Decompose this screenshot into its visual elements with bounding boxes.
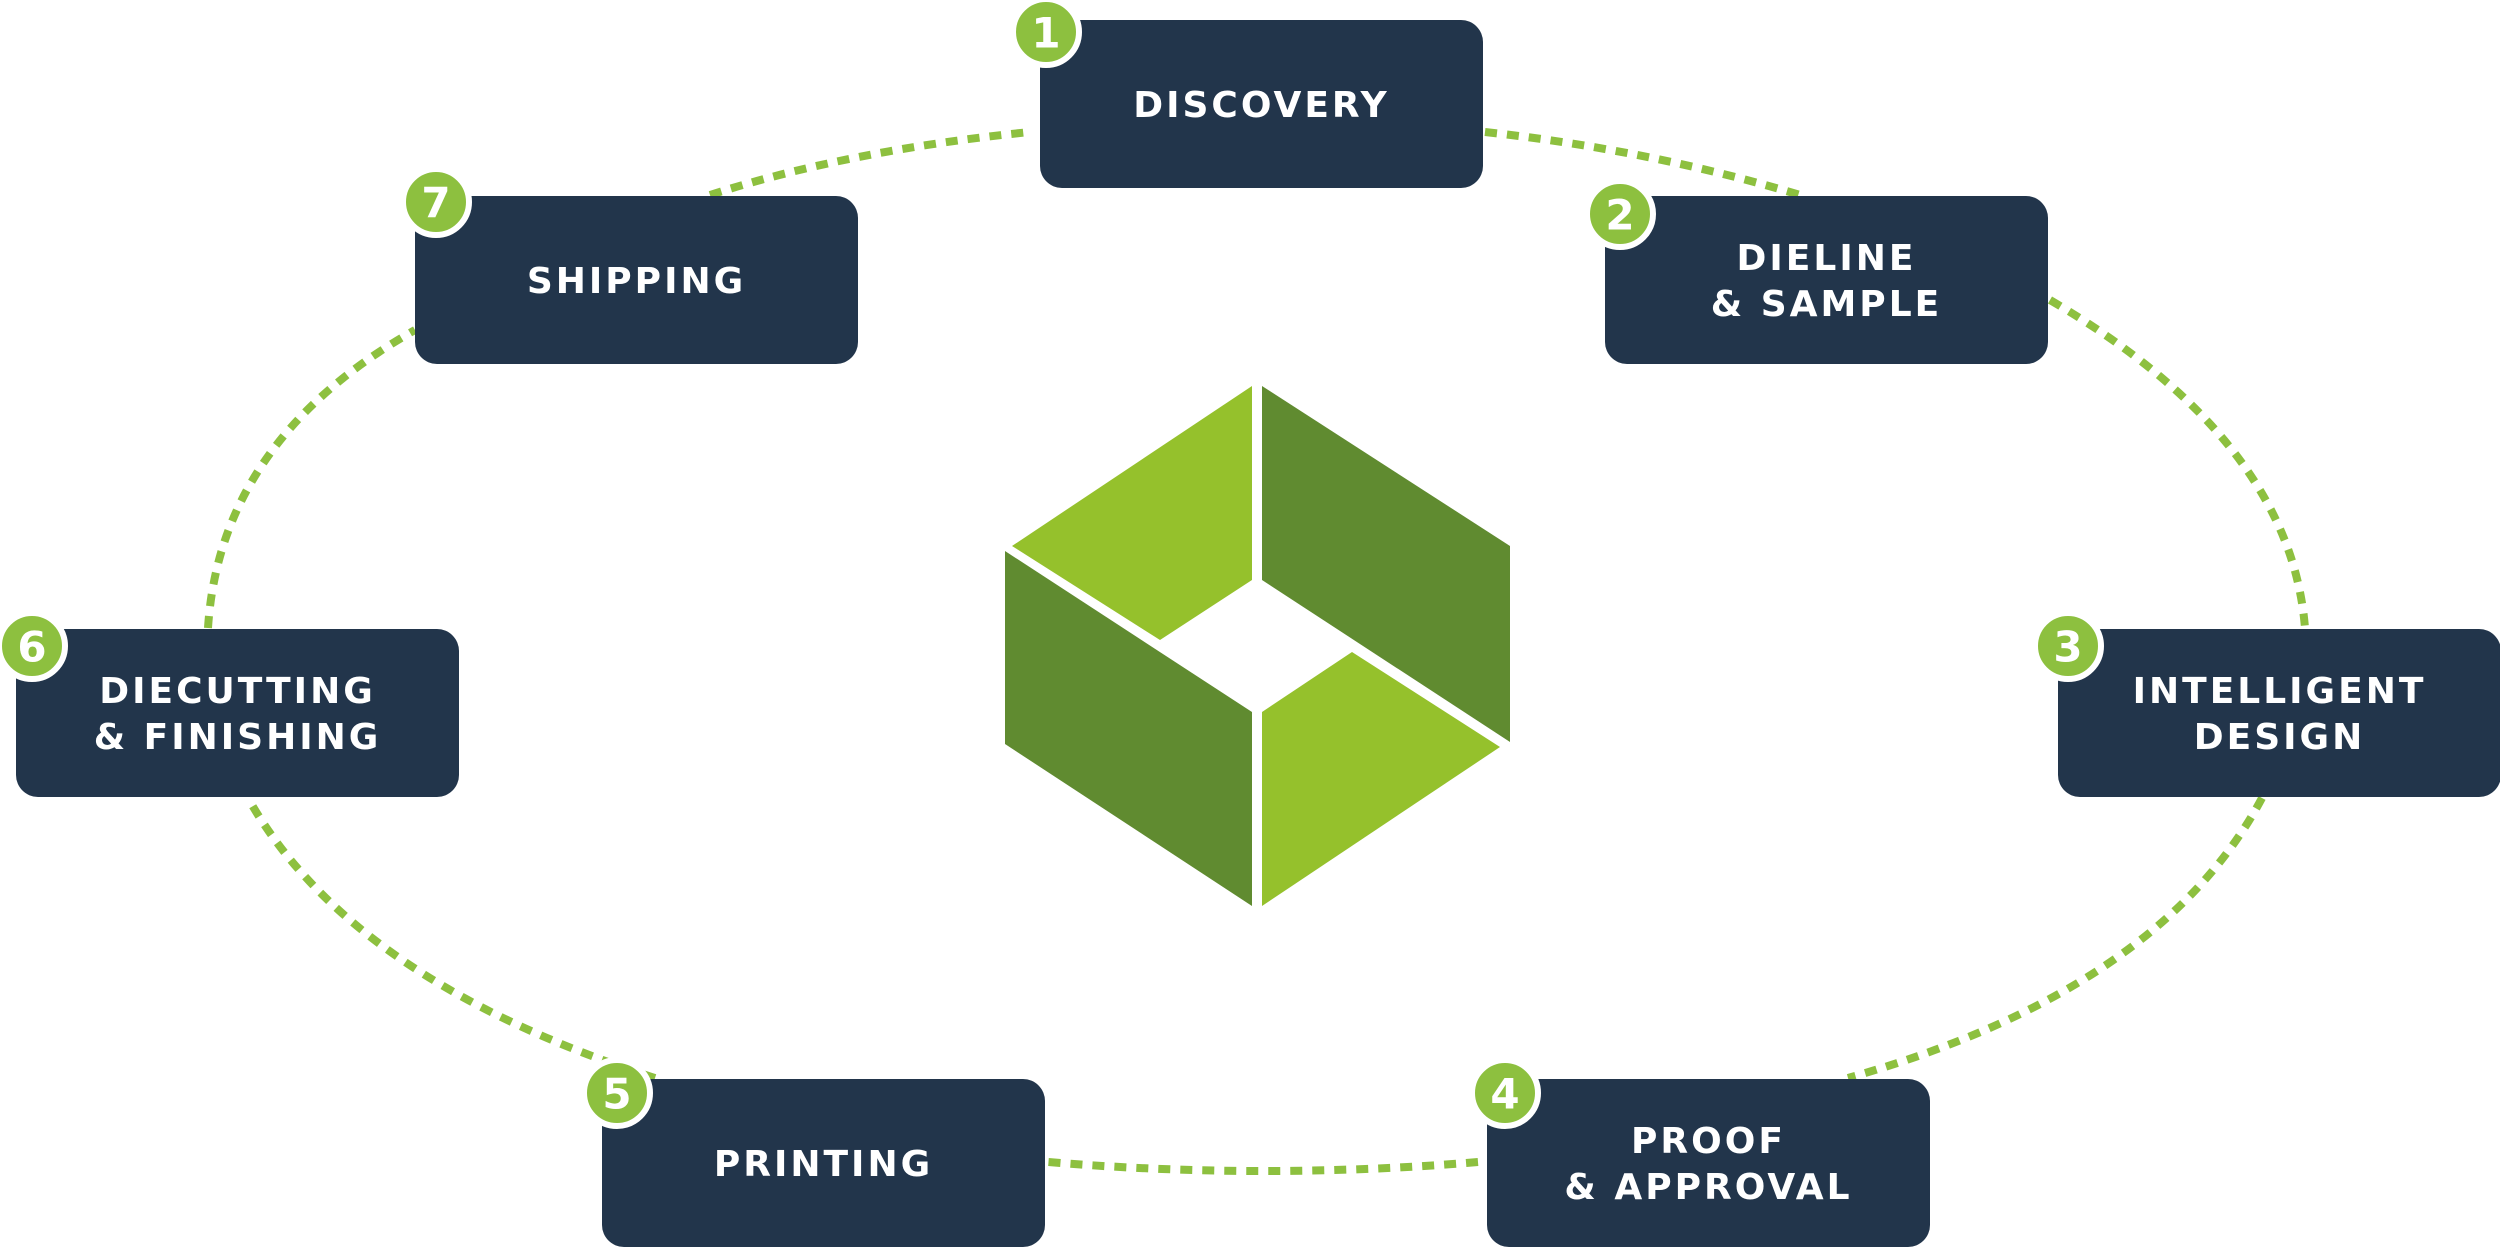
connector-ring [204,128,2309,1175]
step-number-badge [0,610,68,682]
step-number-badge [1584,178,1656,250]
step-box [415,196,858,364]
step-3: INTELLIGENT DESIGN 3 [2032,610,2500,797]
step-box [1487,1079,1930,1247]
step-label: & APPROVAL [1564,1167,1852,1208]
step-number: 5 [602,1070,631,1119]
step-7: SHIPPING 7 [400,166,858,364]
step-number: 1 [1031,9,1060,58]
connector-4-5 [1047,1158,1479,1175]
step-number: 2 [1605,191,1634,240]
step-label: PROOF [1631,1121,1786,1162]
step-box [1040,20,1483,188]
step-box [602,1079,1045,1247]
step-label: & FINISHING [94,717,382,758]
step-number-badge [1010,0,1082,68]
cube-face-top-left [1012,386,1252,640]
cube-face-bottom-left [1005,551,1252,906]
step-label: SHIPPING [527,261,746,302]
connector-1-2 [1484,128,1802,199]
step-number-badge [400,166,472,238]
step-label: PRINTING [714,1144,933,1185]
cube-face-top-right [1262,386,1510,742]
step-number-badge [1469,1057,1541,1129]
step-2: DIELINE & SAMPLE 2 [1584,178,2048,364]
step-number: 3 [2053,623,2082,672]
step-label: DESIGN [2194,717,2365,758]
cube-face-bottom-right [1262,652,1500,906]
connector-2-3 [2047,296,2309,629]
connector-3-4 [1846,796,2266,1082]
step-number-badge [581,1057,653,1129]
step-box [16,629,459,797]
step-label: DISCOVERY [1133,85,1390,126]
step-4: PROOF & APPROVAL 4 [1469,1057,1930,1247]
step-1: DISCOVERY 1 [1010,0,1483,188]
connector-6-7 [204,326,417,629]
green-cube-logo-icon [1005,386,1510,906]
step-number-badge [2032,610,2104,682]
step-label: INTELLIGENT [2133,671,2427,712]
step-box [2058,629,2500,797]
step-5: PRINTING 5 [581,1057,1045,1247]
step-box [1605,196,2048,364]
connector-7-1 [708,128,1031,199]
step-label: DIECUTTING [99,671,376,712]
step-label: & SAMPLE [1711,284,1942,325]
step-6: DIECUTTING & FINISHING 6 [0,610,459,797]
step-number: 6 [17,623,46,672]
step-label: DIELINE [1737,238,1917,279]
step-number: 7 [421,179,450,228]
connector-5-6 [244,796,657,1082]
step-number: 4 [1490,1070,1519,1119]
